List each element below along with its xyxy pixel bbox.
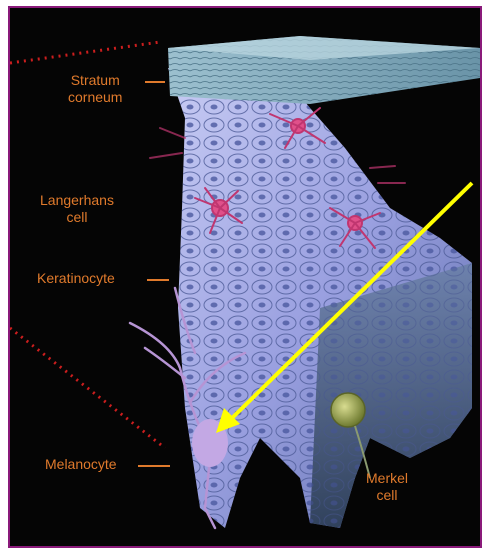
label-langerhans-line2: cell	[40, 209, 114, 226]
figure-frame: Stratum corneum Langerhans cell Keratino…	[8, 6, 482, 548]
label-stratum-corneum-line1: Stratum	[68, 72, 122, 89]
merkel-cell	[331, 393, 365, 427]
leader-line-melanocyte	[138, 465, 170, 467]
label-melanocyte: Melanocyte	[45, 456, 117, 473]
label-langerhans-cell: Langerhans cell	[40, 192, 114, 226]
label-merkel-cell: Merkel cell	[366, 470, 408, 504]
label-stratum-corneum-line2: corneum	[68, 89, 122, 106]
leader-line-keratinocyte	[147, 279, 169, 281]
leader-line-stratum-corneum	[145, 81, 165, 83]
label-merkel-line2: cell	[366, 487, 408, 504]
label-merkel-line1: Merkel	[366, 470, 408, 487]
label-langerhans-line1: Langerhans	[40, 192, 114, 209]
label-stratum-corneum: Stratum corneum	[68, 72, 122, 106]
label-keratinocyte: Keratinocyte	[37, 270, 115, 287]
